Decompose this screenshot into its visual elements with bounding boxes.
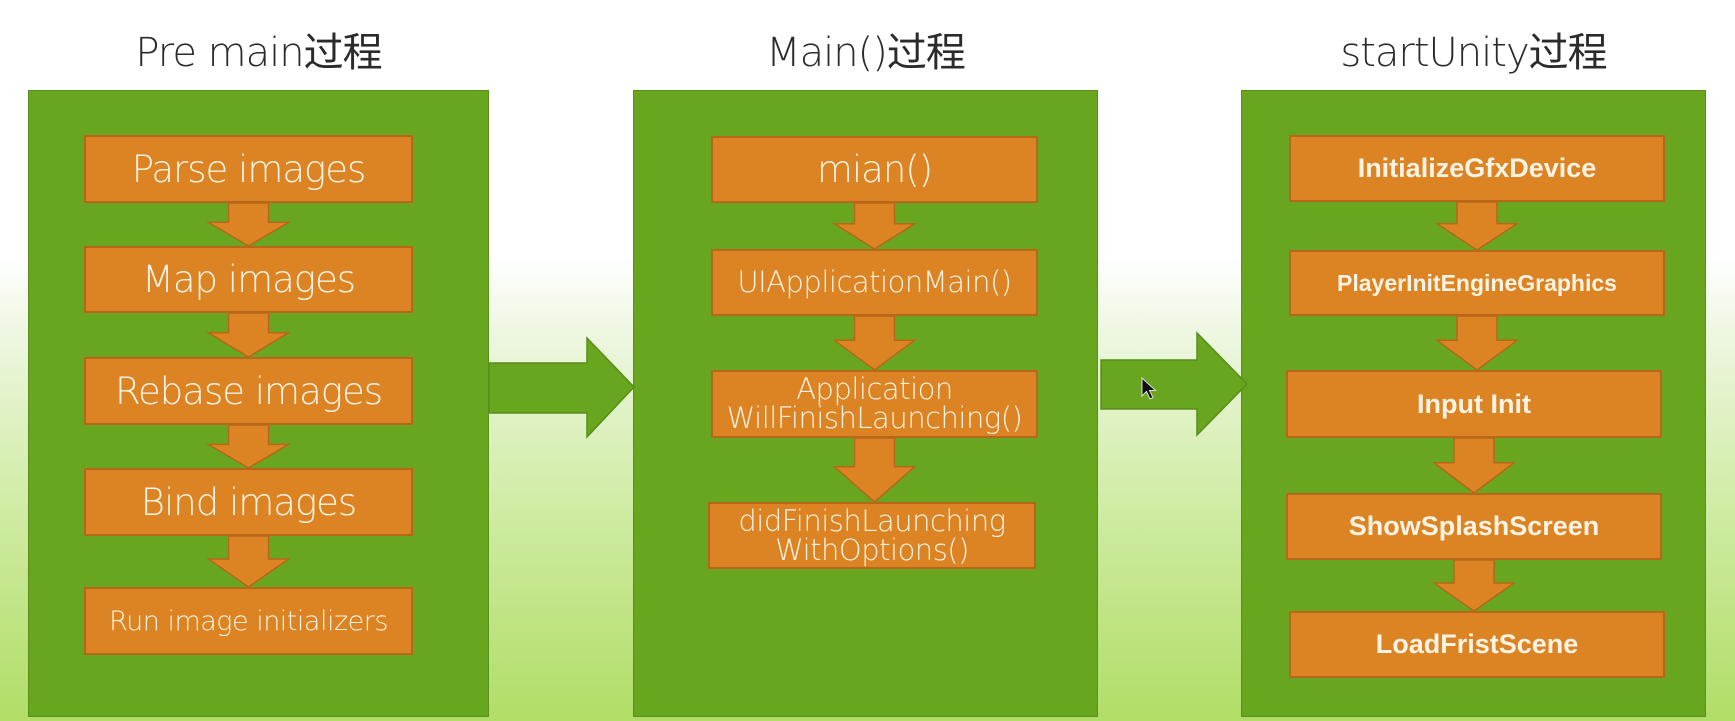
step-bind-images: Bind images: [84, 468, 413, 536]
step-load-frist-scene: LoadFristScene: [1289, 611, 1665, 678]
column-title-pre-main: Pre main过程: [135, 30, 382, 76]
down-arrow-player-init-engine-graphics-to-input-init: [1434, 315, 1520, 371]
down-arrow-main-function-to-ui-application-main: [831, 202, 918, 250]
column-title-main: Main()过程: [766, 30, 966, 76]
down-arrow-rebase-images-to-bind-images: [205, 424, 292, 469]
down-arrow-parse-images-to-map-images: [205, 202, 292, 247]
step-rebase-images: Rebase images: [84, 357, 413, 425]
down-arrow-ui-application-main-to-application-will-finish-launching: [832, 315, 917, 371]
step-run-image-initializers: Run image initializers: [84, 587, 413, 655]
down-arrow-initialize-gfx-device-to-player-init-engine-graphics: [1434, 201, 1520, 251]
mouse-cursor-icon: [1141, 377, 1157, 400]
down-arrow-icon: [205, 201, 1520, 612]
step-main-function: mian(): [711, 136, 1038, 203]
right-arrow-pre-main-to-main: [488, 336, 636, 439]
step-parse-images: Parse images: [84, 135, 413, 203]
column-title-start-unity: startUnity过程: [1340, 30, 1607, 76]
step-input-init: Input Init: [1286, 370, 1662, 438]
step-did-finish-launching-with-options: didFinishLaunching WithOptions(): [708, 502, 1036, 569]
step-initialize-gfx-device: InitializeGfxDevice: [1289, 135, 1665, 202]
step-map-images: Map images: [84, 246, 413, 313]
down-arrow-application-will-finish-launching-to-did-finish-launching-with-options: [832, 437, 917, 503]
down-arrow-map-images-to-rebase-images: [205, 312, 292, 358]
step-player-init-engine-graphics: PlayerInitEngineGraphics: [1289, 250, 1665, 316]
down-arrow-input-init-to-show-splash-screen: [1431, 437, 1517, 494]
down-arrow-bind-images-to-run-image-initializers: [206, 535, 291, 588]
down-arrow-show-splash-screen-to-load-frist-scene: [1431, 559, 1517, 612]
step-show-splash-screen: ShowSplashScreen: [1286, 493, 1662, 560]
step-application-will-finish-launching: Application WillFinishLaunching(): [711, 370, 1038, 438]
step-ui-application-main: UIApplicationMain(): [711, 249, 1038, 316]
right-arrow-icon: [488, 331, 1249, 439]
right-arrow-main-to-start-unity: [1100, 331, 1249, 437]
